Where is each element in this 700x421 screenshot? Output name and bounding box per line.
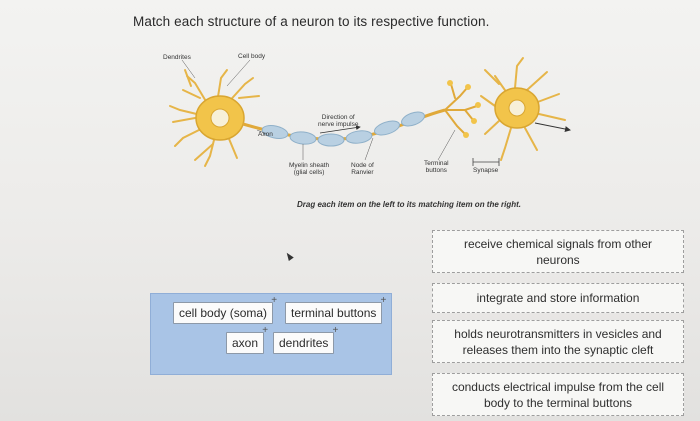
terminal-buttons-graphic: [447, 80, 481, 138]
drag-item-label: terminal buttons: [291, 306, 377, 320]
synapse-marker: [472, 158, 500, 166]
target-text-line: holds neurotransmitters in vesicles and: [454, 326, 662, 341]
question-text: Match each structure of a neuron to its …: [133, 14, 490, 29]
plus-icon: +: [262, 325, 269, 336]
drop-target-conducts-impulse[interactable]: conducts electrical impulse from the cel…: [432, 373, 684, 416]
drop-target-neurotransmitters[interactable]: holds neurotransmitters in vesicles and …: [432, 320, 684, 363]
label-myelin-sheath: Myelin sheath (glial cells): [289, 162, 330, 176]
drop-target-receive-signals[interactable]: receive chemical signals from other neur…: [432, 230, 684, 273]
mouse-cursor-icon: [284, 251, 294, 261]
target-text-line: neurons: [536, 252, 580, 267]
myelin-sheath-graphic: [261, 111, 425, 147]
target-text-line: receive chemical signals from other: [463, 236, 653, 251]
target-text-line: integrate and store information: [476, 291, 640, 305]
drag-item-terminal-buttons[interactable]: terminal buttons +: [285, 296, 386, 324]
drag-instruction: Drag each item on the left to its matchi…: [297, 200, 522, 209]
target-text-line: conducts electrical impulse from the cel…: [451, 379, 665, 394]
source-items-tray: cell body (soma) + terminal buttons + ax…: [150, 293, 392, 375]
label-axon: Axon: [258, 131, 273, 138]
label-terminal-buttons: Terminal buttons: [424, 160, 449, 174]
plus-icon: +: [380, 295, 387, 306]
label-synapse: Synapse: [473, 167, 499, 174]
plus-icon: +: [332, 325, 339, 336]
drag-item-dendrites[interactable]: dendrites +: [273, 326, 338, 354]
label-cell-body: Cell body: [238, 53, 266, 60]
drag-item-axon[interactable]: axon +: [226, 326, 268, 354]
plus-icon: +: [271, 295, 278, 306]
label-node-of-ranvier: Node of Ranvier: [351, 162, 374, 176]
drag-item-label: dendrites: [279, 336, 329, 350]
neuron-diagram: Dendrites Cell body Axon Direction of ne…: [155, 48, 575, 198]
target-text-line: releases them into the synaptic cleft: [462, 342, 654, 357]
drag-item-cell-body[interactable]: cell body (soma) +: [173, 296, 277, 324]
drag-item-label: cell body (soma): [179, 306, 268, 320]
target-text-line: body to the terminal buttons: [483, 395, 633, 410]
neuron-illustration: [169, 57, 571, 167]
terminal-branches-graphic: [444, 83, 478, 135]
label-dendrites: Dendrites: [163, 54, 191, 61]
label-direction: Direction of nerve impulse: [318, 114, 359, 128]
drag-item-label: axon: [232, 336, 259, 350]
drop-target-integrate-store[interactable]: integrate and store information: [432, 283, 684, 313]
